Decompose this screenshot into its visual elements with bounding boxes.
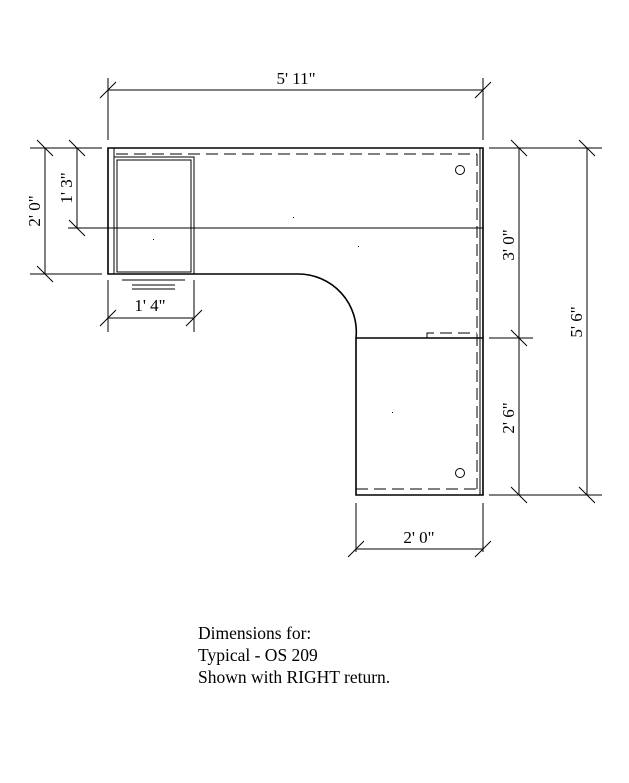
dashed-edge xyxy=(116,153,478,490)
desk-outline xyxy=(68,147,484,496)
center-marks xyxy=(153,217,393,413)
dim-return-width: 2' 0" xyxy=(403,528,434,547)
dim-upper-right: 3' 0" xyxy=(499,229,518,260)
dim-pedestal-width: 1' 4" xyxy=(134,296,165,315)
dim-main-depth: 2' 0" xyxy=(25,195,44,226)
caption-line: Dimensions for: xyxy=(198,623,312,643)
dim-lower-right: 2' 6" xyxy=(499,402,518,433)
dim-overall-depth: 5' 6" xyxy=(567,306,586,337)
grommet-hole xyxy=(455,468,465,478)
grommet-hole xyxy=(455,165,465,175)
caption-line: Typical - OS 209 xyxy=(198,645,318,665)
dim-pedestal-depth: 1' 3" xyxy=(57,172,76,203)
dim-overall-width: 5' 11" xyxy=(276,69,315,88)
caption-line: Shown with RIGHT return. xyxy=(198,667,391,687)
dimension-lines xyxy=(30,78,602,558)
caption: Dimensions for: Typical - OS 209 Shown w… xyxy=(198,622,390,688)
pedestal xyxy=(113,156,195,290)
